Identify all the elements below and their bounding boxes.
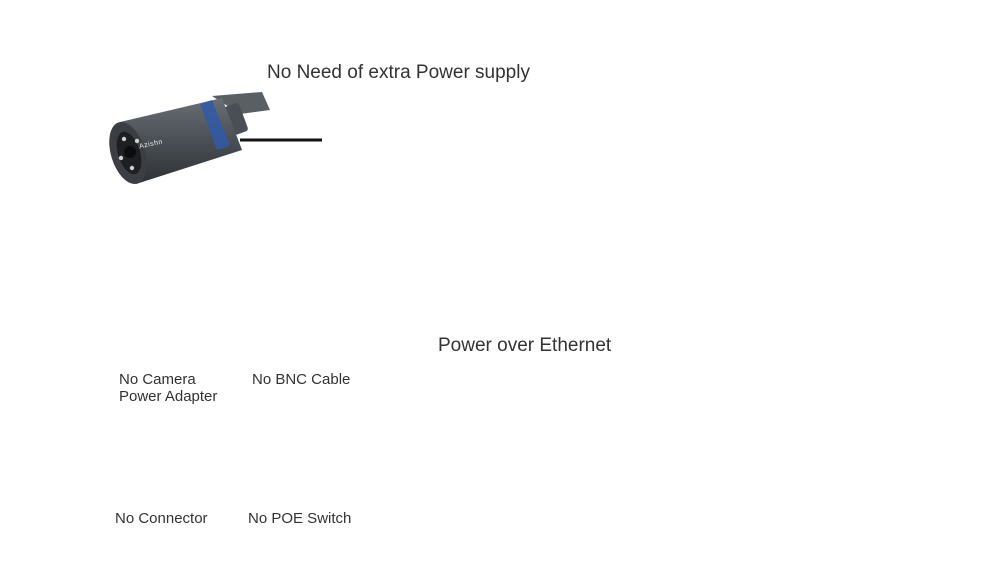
poe-label: Power over Ethernet <box>438 335 612 356</box>
no-camera-power-adapter-line2: Power Adapter <box>119 388 218 405</box>
no-poe-switch-label: No POE Switch <box>248 510 352 527</box>
no-camera-power-adapter-label: No Camera Power Adapter <box>119 371 217 405</box>
no-bnc-cable-label: No BNC Cable <box>252 371 351 388</box>
no-camera-power-adapter-line1: No Camera <box>119 371 196 388</box>
no-connector-label: No Connector <box>115 510 208 527</box>
camera-icon <box>109 92 322 185</box>
no-extra-power-label: No Need of extra Power supply <box>267 62 530 83</box>
